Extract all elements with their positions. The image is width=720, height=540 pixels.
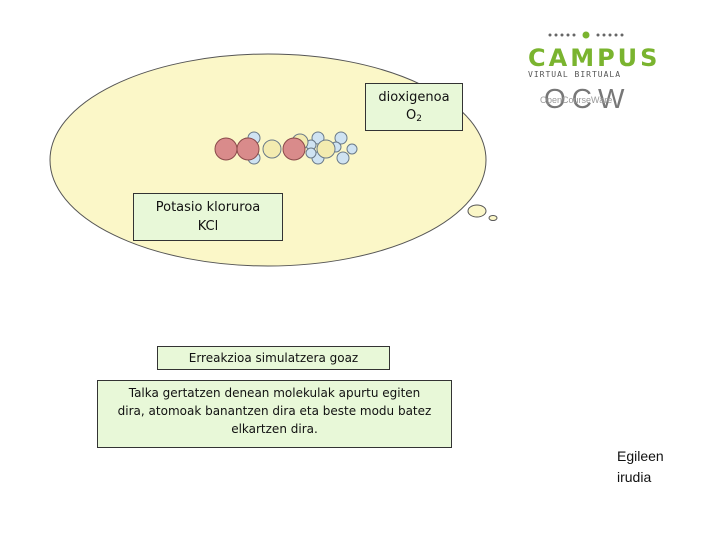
ocw-wordmark: OCW xyxy=(544,83,631,114)
oxygen-atom xyxy=(305,147,317,159)
chlorine-atom xyxy=(316,139,336,159)
dioxygen-label: dioxigenoa O2 xyxy=(365,83,463,131)
dioxygen-formula-subscript: 2 xyxy=(416,114,422,124)
collision-explanation-line: elkartzen dira. xyxy=(231,422,318,436)
simulation-caption: Erreakzioa simulatzera goaz xyxy=(157,346,390,370)
collision-explanation-line: Talka gertatzen denean molekulak apurtu … xyxy=(128,386,421,400)
potassium-chloride-label: Potasio kloruroa KCl xyxy=(133,193,283,241)
potassium-chloride-formula: KCl xyxy=(197,219,219,234)
campus-virtual-logo: CAMPUS VIRTUAL BIRTUALA xyxy=(528,28,661,80)
collision-explanation: Talka gertatzen denean molekulak apurtu … xyxy=(97,380,452,448)
image-credit-line: Egileen xyxy=(617,448,664,464)
campus-dots-icon xyxy=(548,31,624,39)
oxygen-atom xyxy=(346,143,358,155)
image-credit: Egileen irudia xyxy=(617,446,664,488)
dioxygen-formula-element: O xyxy=(406,108,417,123)
potassium-atom xyxy=(282,137,306,161)
potassium-atom xyxy=(214,137,238,161)
image-credit-line: irudia xyxy=(617,469,652,485)
potassium-atom xyxy=(236,137,260,161)
chlorine-atom xyxy=(262,139,282,159)
potassium-chloride-name: Potasio kloruroa xyxy=(155,200,261,215)
molecule-cluster xyxy=(214,131,358,165)
oxygen-atom xyxy=(336,151,350,165)
oxygen-atom xyxy=(334,131,348,145)
thought-bubble-dot-large xyxy=(467,204,487,218)
campus-subtitle: VIRTUAL BIRTUALA xyxy=(528,70,622,79)
campus-wordmark: CAMPUS xyxy=(528,44,661,72)
collision-explanation-line: dira, atomoak banantzen dira eta beste m… xyxy=(117,404,432,418)
dioxygen-formula: O2 xyxy=(366,107,462,128)
ocw-subtitle: OpenCourseWare xyxy=(540,95,613,105)
dioxygen-name: dioxigenoa xyxy=(378,90,450,105)
thought-bubble-dot-small xyxy=(488,215,498,221)
ocw-logo: OCW OpenCourseWare xyxy=(540,84,630,114)
